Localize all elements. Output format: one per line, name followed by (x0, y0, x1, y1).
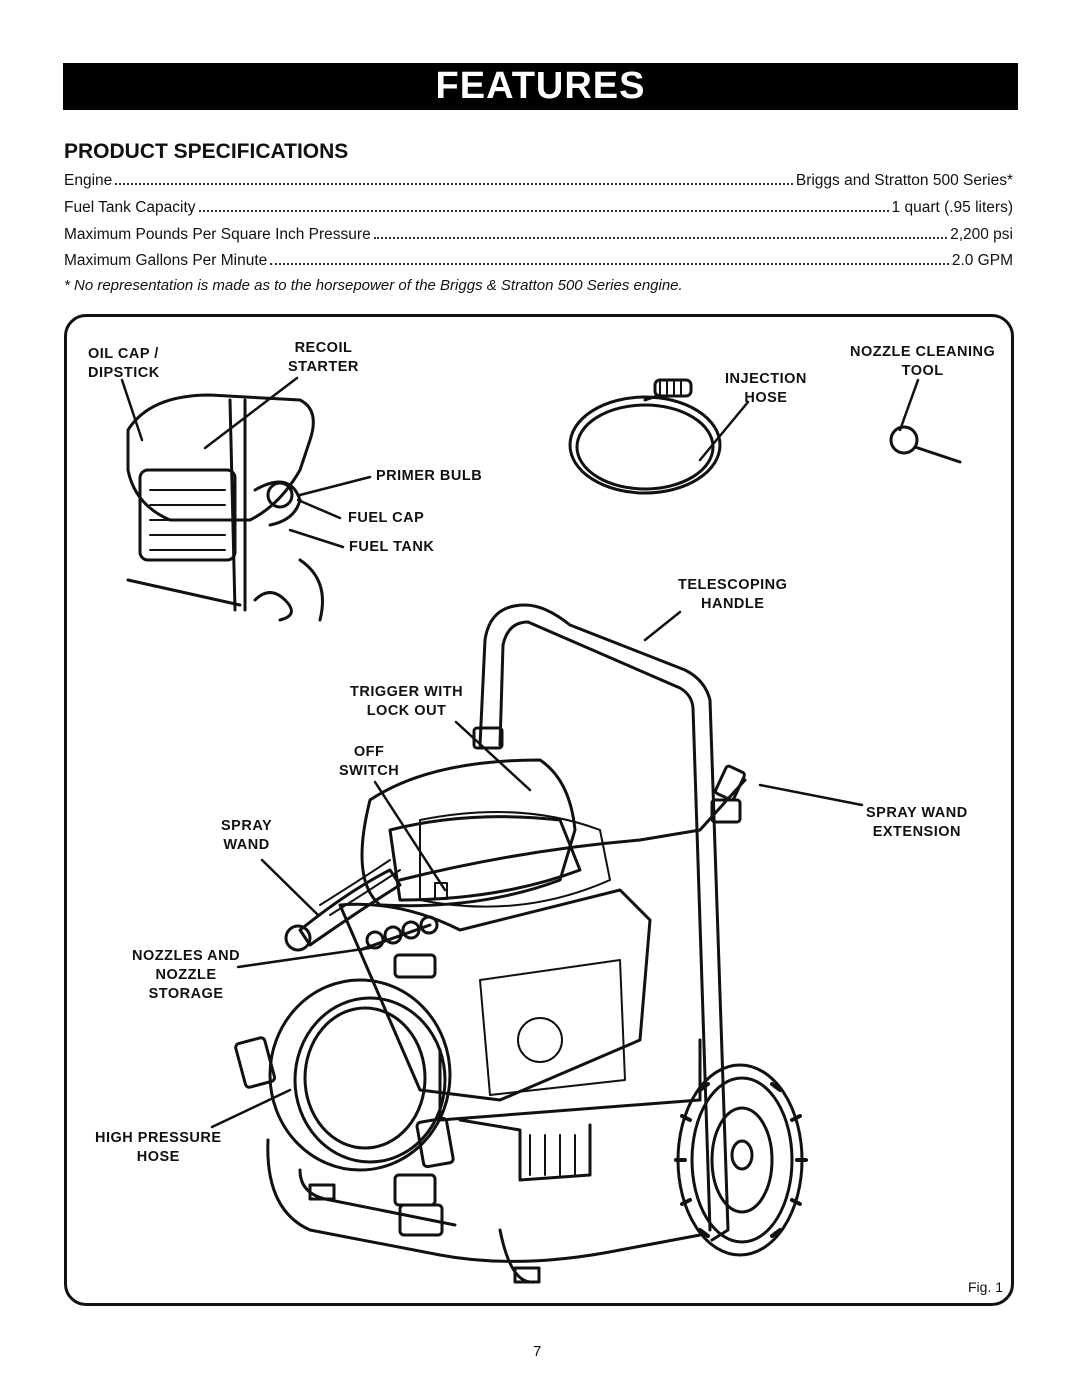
injection-hose-drawing (568, 378, 722, 495)
callout-spray-wand: SPRAY WAND (221, 818, 273, 853)
spec-label: Maximum Pounds Per Square Inch Pressure (64, 226, 371, 243)
wheel-drawing (674, 1063, 808, 1257)
spec-value: Briggs and Stratton 500 Series* (795, 172, 1013, 189)
high-pressure-hose-drawing (234, 978, 455, 1237)
figure-label: Fig. 1 (968, 1279, 1004, 1295)
callout-injection-hose: INJECTION HOSE (725, 371, 807, 406)
spec-row-pressure: Maximum Pounds Per Square Inch Pressure … (64, 225, 1013, 244)
spec-label: Fuel Tank Capacity (64, 199, 196, 216)
callout-trigger-lock-out: TRIGGER WITH LOCK OUT (350, 684, 464, 719)
nozzle-storage-drawing (358, 915, 439, 979)
callout-fuel-cap: FUEL CAP (348, 510, 425, 526)
footnote: * No representation is made as to the ho… (64, 277, 683, 294)
spec-label: Engine (64, 172, 113, 189)
spec-label: Maximum Gallons Per Minute (64, 252, 268, 269)
features-title: FEATURES (435, 65, 646, 107)
engine-inset-drawing (126, 393, 324, 622)
spec-row-fuel-tank: Fuel Tank Capacity 1 quart (.95 liters) (64, 198, 1013, 217)
spec-value: 2,200 psi (950, 226, 1013, 243)
features-banner: FEATURES (63, 63, 1018, 110)
page-number: 7 (533, 1343, 542, 1360)
callout-nozzles-storage: NOZZLES AND NOZZLE STORAGE (132, 948, 241, 1002)
spec-value: 2.0 GPM (951, 252, 1013, 269)
washer-body-drawing (338, 758, 702, 1182)
callout-spray-wand-extension: SPRAY WAND EXTENSION (866, 805, 968, 840)
leader-dots (115, 171, 793, 185)
callout-nozzle-cleaning-tool: NOZZLE CLEANING TOOL (850, 344, 996, 379)
callout-off-switch: OFF SWITCH (339, 744, 400, 779)
callout-oil-cap-dipstick: OIL CAP / DIPSTICK (88, 346, 160, 381)
leader-dots (198, 198, 889, 212)
spec-row-gpm: Maximum Gallons Per Minute 2.0 GPM (64, 251, 1013, 270)
spec-row-engine: Engine Briggs and Stratton 500 Series* (64, 171, 1013, 190)
callout-primer-bulb: PRIMER BULB (376, 468, 483, 484)
callout-recoil-starter: RECOIL STARTER (288, 340, 359, 375)
handle-frame-drawing (472, 603, 742, 1242)
nozzle-cleaning-tool-drawing (889, 425, 962, 464)
callout-fuel-tank: FUEL TANK (349, 539, 435, 555)
spray-wand-drawing (284, 764, 747, 952)
figure-frame (64, 314, 1014, 1306)
callout-telescoping-handle: TELESCOPING HANDLE (678, 577, 788, 612)
callout-high-pressure-hose: HIGH PRESSURE HOSE (95, 1130, 222, 1165)
base-frame-drawing (266, 1138, 702, 1284)
leader-dots (270, 251, 949, 265)
leader-lines (120, 376, 920, 1129)
leader-dots (373, 225, 948, 239)
product-specifications-heading: PRODUCT SPECIFICATIONS (64, 140, 349, 163)
spec-value: 1 quart (.95 liters) (891, 199, 1013, 216)
